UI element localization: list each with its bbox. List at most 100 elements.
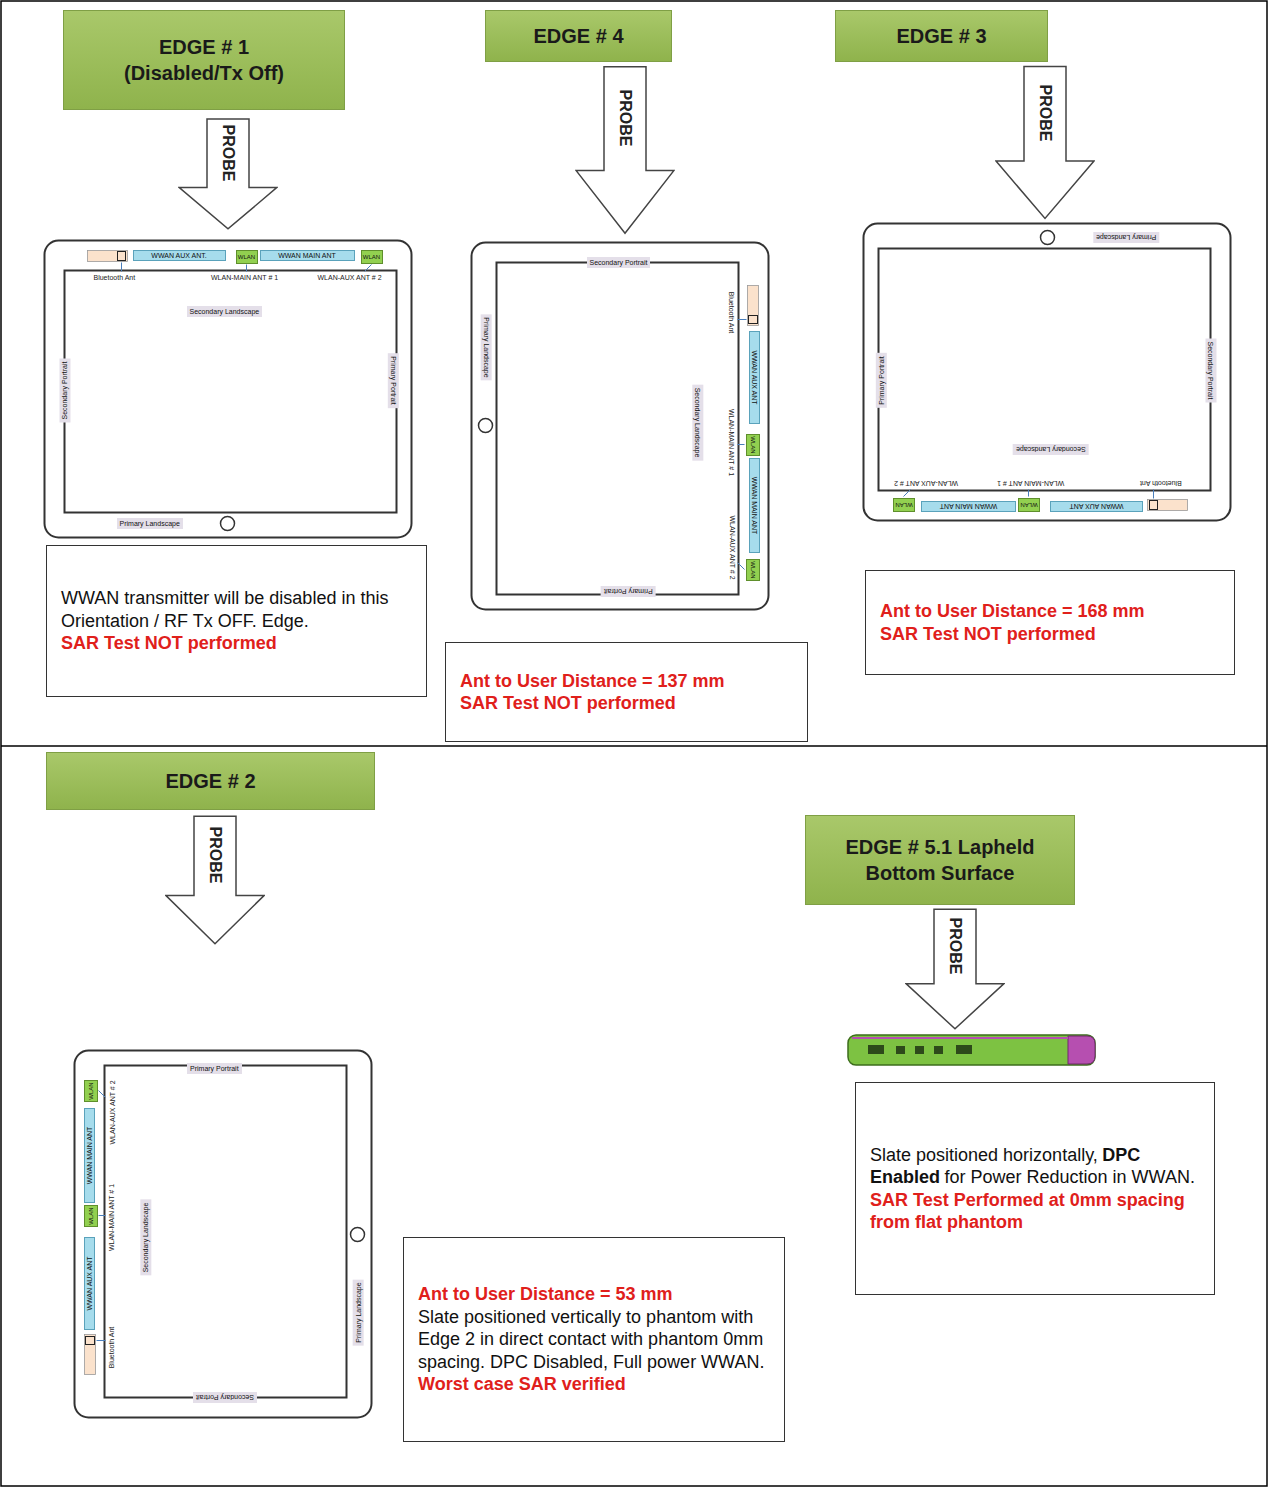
- tablet-edge1: [45, 241, 412, 538]
- node-text: EDGE # 4: [533, 23, 623, 49]
- slate-top-trim: [852, 1037, 1068, 1039]
- orientation-label: Primary Portrait: [388, 353, 399, 408]
- antenna-label: WLAN-AUX ANT # 2: [318, 273, 382, 282]
- wlan-antenna: WLAN: [84, 1080, 98, 1102]
- orientation-label: Primary Portrait: [876, 353, 887, 408]
- header-box: EDGE # 5.1 Lapheld Bottom Surface: [805, 815, 1075, 905]
- node-text: Secondary Landscape: [142, 1203, 149, 1273]
- node-text: SAR Test NOT performed: [61, 632, 412, 655]
- text-line: Slate positioned horizontally,DPC Enable…: [870, 1144, 1200, 1189]
- wlan-antenna: WLAN: [361, 250, 383, 264]
- header-box: EDGE # 3: [835, 10, 1048, 62]
- node-text: Primary Portrait: [190, 1065, 239, 1072]
- node-text: Ant to User Distance = 168 mm: [880, 600, 1220, 623]
- node-text: Secondary Landscape: [694, 388, 701, 458]
- node-text: WWAN AUX ANT: [1069, 502, 1123, 511]
- antenna-box: WWAN MAIN ANT: [260, 250, 355, 261]
- node-text: WWAN MAIN ANT: [750, 476, 759, 534]
- node-text: Secondary Portrait: [196, 1394, 254, 1401]
- header-box: EDGE # 1 (Disabled/Tx Off): [63, 10, 345, 110]
- node-text: EDGE # 3: [896, 23, 986, 49]
- wlan-antenna: WLAN: [746, 434, 760, 456]
- node-text: Slate positioned vertically to phantom w…: [418, 1306, 770, 1374]
- node-text: Primary Portrait: [390, 356, 397, 405]
- note-box: WWAN transmitter will be disabled in thi…: [46, 545, 427, 697]
- node-text: Secondary Portrait: [590, 259, 648, 266]
- node-text: Secondary Portrait: [61, 362, 68, 420]
- node-text: WWAN AUX ANT.: [151, 251, 206, 260]
- antenna-label: Bluetooth Ant: [1140, 479, 1182, 488]
- node-text: Slate positioned horizontally,: [870, 1145, 1098, 1165]
- orientation-label: Primary Landscape: [352, 1279, 363, 1345]
- node-text: Primary Portrait: [878, 356, 885, 405]
- slate-edge-trim: [1068, 1036, 1095, 1064]
- note-box: Slate positioned horizontally,DPC Enable…: [855, 1082, 1215, 1295]
- antenna-label: Bluetooth Ant: [107, 1327, 116, 1369]
- node-text: WWAN AUX ANT: [85, 1256, 94, 1310]
- slate-port: [934, 1046, 943, 1054]
- probe-arrow: PROBE: [575, 65, 675, 235]
- arrow-outline: [576, 67, 674, 234]
- antenna-label: WLAN-AUX ANT # 2: [727, 515, 736, 579]
- orientation-label: Secondary Landscape: [187, 306, 263, 317]
- orientation-label: Primary Landscape: [1093, 232, 1159, 243]
- wlan-antenna: WLAN: [84, 1205, 98, 1227]
- antenna-label: WLAN-MAIN ANT # 1: [997, 479, 1064, 488]
- tablet-edge2: [75, 1051, 372, 1418]
- wlan-antenna: WLAN: [746, 559, 760, 581]
- arrow-outline: [166, 816, 264, 943]
- orientation-label: Secondary Portrait: [587, 257, 651, 268]
- slate-port: [896, 1046, 905, 1054]
- node-text: SAR Test NOT performed: [460, 692, 793, 715]
- node-text: WLAN: [1020, 499, 1037, 511]
- note-box: Ant to User Distance = 168 mmSAR Test NO…: [865, 570, 1235, 675]
- slate-side-view: [848, 1035, 1095, 1065]
- antenna-label: Bluetooth Ant: [94, 273, 136, 282]
- node-text: EDGE # 1 (Disabled/Tx Off): [100, 34, 308, 86]
- orientation-label: Secondary Portrait: [1205, 339, 1216, 403]
- antenna-box: WWAN MAIN ANT: [84, 1108, 95, 1203]
- orientation-label: Primary Portrait: [187, 1063, 242, 1074]
- node-text: Worst case SAR verified: [418, 1373, 770, 1396]
- orientation-label: Primary Landscape: [117, 518, 183, 529]
- slate-port: [868, 1045, 884, 1054]
- antenna-label: WLAN-MAIN ANT # 1: [211, 273, 278, 282]
- tablet-edge3: [864, 224, 1231, 521]
- node-text: Primary Landscape: [482, 317, 489, 377]
- tablet-edge4: [472, 243, 769, 610]
- antenna-box: WWAN AUX ANT: [749, 331, 760, 424]
- slate-port: [956, 1045, 972, 1054]
- orientation-label: Secondary Portrait: [193, 1392, 257, 1403]
- wlan-antenna: WLAN: [1018, 498, 1040, 512]
- node-text: Ant to User Distance = 137 mm: [460, 670, 793, 693]
- orientation-label: Secondary Landscape: [1013, 444, 1089, 455]
- node-text: Secondary Landscape: [1016, 446, 1086, 453]
- antenna-box: WWAN AUX ANT: [1050, 501, 1143, 512]
- slate-port: [915, 1046, 924, 1054]
- node-text: Primary Landscape: [120, 520, 180, 527]
- node-text: EDGE # 5.1 Lapheld Bottom Surface: [842, 834, 1038, 886]
- node-text: SAR Test Performed at 0mm spacing from f…: [870, 1189, 1200, 1234]
- node-text: WWAN transmitter will be disabled in thi…: [61, 587, 412, 632]
- orientation-label: Secondary Landscape: [140, 1200, 151, 1276]
- node-text: Primary Portrait: [604, 588, 653, 595]
- node-text: WLAN: [85, 1082, 97, 1099]
- node-text: EDGE # 2: [165, 768, 255, 794]
- header-box: EDGE # 4: [485, 10, 672, 62]
- node-text: PROBE: [1036, 85, 1054, 142]
- node-text: SAR Test NOT performed: [880, 623, 1220, 646]
- node-text: PROBE: [946, 917, 964, 974]
- wlan-antenna: WLAN: [893, 498, 915, 512]
- antenna-box: WWAN AUX ANT.: [133, 250, 226, 261]
- antenna-label: WLAN-MAIN ANT # 1: [727, 409, 736, 476]
- node-text: WLAN: [747, 561, 759, 578]
- node-text: WWAN MAIN ANT: [278, 251, 336, 260]
- orientation-label: Primary Landscape: [480, 314, 491, 380]
- antenna-label: WLAN-AUX ANT # 2: [894, 479, 958, 488]
- note-box: Ant to User Distance = 137 mmSAR Test NO…: [445, 642, 808, 742]
- orientation-label: Primary Portrait: [601, 586, 656, 597]
- node-text: PROBE: [206, 827, 224, 884]
- node-text: WWAN AUX ANT: [750, 350, 759, 404]
- note-box: Ant to User Distance = 53 mmSlate positi…: [403, 1237, 785, 1442]
